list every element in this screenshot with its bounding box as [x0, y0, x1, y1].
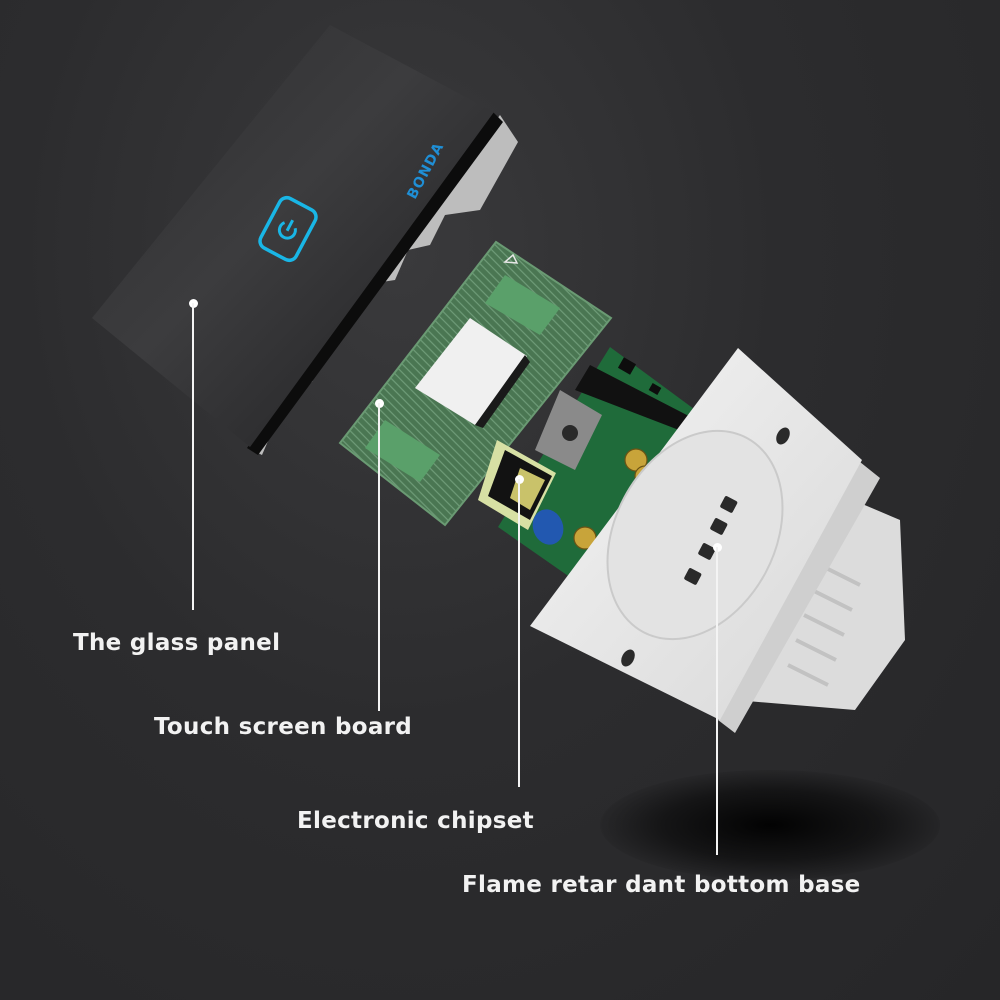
glass-panel-label: The glass panel	[73, 630, 281, 656]
glass-panel-leader-line	[192, 303, 194, 610]
touch-screen-board-leader-line	[378, 403, 380, 711]
bottom-base-leader-line	[716, 547, 718, 855]
bottom-base-label: Flame retar dant bottom base	[462, 872, 861, 898]
touch-screen-board-label: Touch screen board	[154, 714, 413, 740]
bottom-base	[530, 348, 905, 733]
electronic-chipset-leader-line	[518, 479, 520, 787]
touch-screen-board	[338, 240, 613, 527]
power-button-icon	[258, 195, 318, 263]
electronic-chipset-label: Electronic chipset	[297, 808, 534, 834]
base-shadow	[600, 770, 940, 880]
electronic-chipset	[478, 347, 713, 603]
